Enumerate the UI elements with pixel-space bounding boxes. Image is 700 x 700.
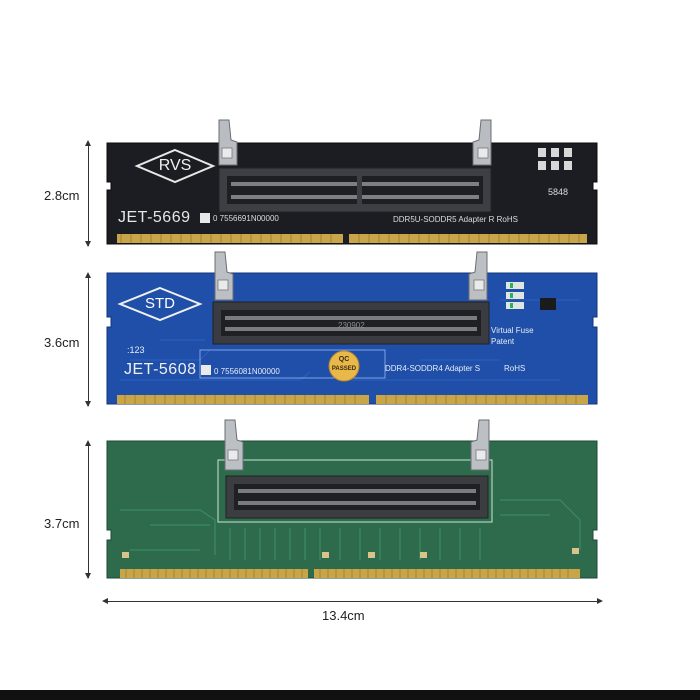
board2-fuse-text-line2: Patent <box>491 337 515 346</box>
width-label: 13.4cm <box>322 608 365 623</box>
board3-height-arrow-top <box>85 440 91 446</box>
board3-height-arrow-bottom <box>85 573 91 579</box>
board2-qc-text-line2: PASSED <box>331 366 357 372</box>
width-arrow-left <box>102 598 108 604</box>
board2-height-arrow-bottom <box>85 401 91 407</box>
board2-fuse-text-line1: Virtual Fuse <box>491 326 534 335</box>
board2-height-label: 3.6cm <box>44 335 80 350</box>
board1-height-label: 2.8cm <box>44 188 80 203</box>
board1-height-arrow-top <box>85 140 91 146</box>
width-arrow-right <box>597 598 603 604</box>
board2-logo-text: STD <box>145 295 175 312</box>
board2-rohs-text: RoHS <box>504 364 526 373</box>
board1-height-arrow-bottom <box>85 241 91 247</box>
board2-model-text: JET-5608 <box>124 361 197 378</box>
board1-height-line <box>88 142 89 246</box>
board1-code-text: 5848 <box>548 187 569 197</box>
board2-description-text: DDR4-SODDR4 Adapter S <box>385 364 481 373</box>
board2-date-text: 230902 <box>338 321 365 330</box>
width-line <box>104 601 601 602</box>
bottom-dark-strip <box>0 690 700 700</box>
board2-qc-text-line1: QC <box>338 356 350 363</box>
board2-serial-text: 0 7556081N00000 <box>214 367 280 376</box>
board2-height-line <box>88 274 89 406</box>
board2-small-mark: :123 <box>127 345 145 355</box>
board1-serial-text: 0 7556691N00000 <box>213 214 279 223</box>
board3-height-label: 3.7cm <box>44 516 80 531</box>
board3-height-line <box>88 442 89 578</box>
board1-description-text: DDR5U-SODDR5 Adapter R RoHS <box>393 215 518 224</box>
board2-height-arrow-top <box>85 272 91 278</box>
board1-logo-text: RVS <box>158 157 192 174</box>
board1-model-text: JET-5669 <box>118 209 191 226</box>
